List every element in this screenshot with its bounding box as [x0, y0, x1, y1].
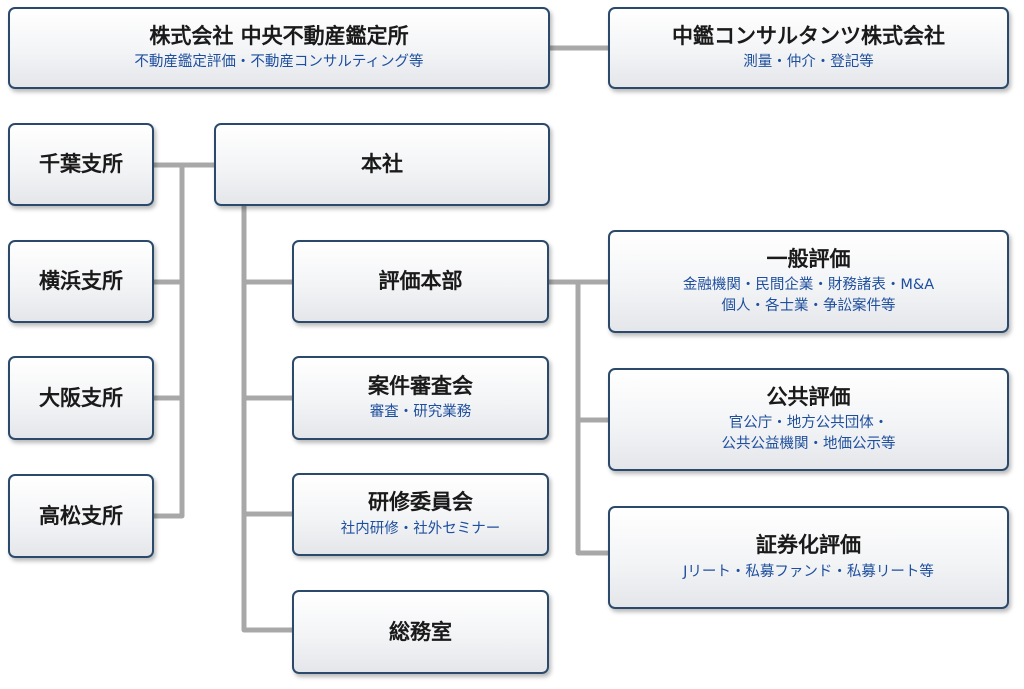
evaluation-box-securitization: 証券化評価 Jリート・私募ファンド・私募リート等: [608, 506, 1009, 609]
company-title: 株式会社 中央不動産鑑定所: [149, 23, 409, 48]
branch-label: 大阪支所: [39, 385, 123, 410]
evaluation-detail-line1: Jリート・私募ファンド・私募リート等: [683, 563, 934, 580]
department-box-general-affairs: 総務室: [292, 590, 549, 674]
evaluation-title: 証券化評価: [756, 533, 861, 558]
head-office-box: 本社: [214, 123, 550, 206]
evaluation-title: 公共評価: [766, 384, 851, 409]
branch-label: 高松支所: [39, 503, 123, 528]
evaluation-title: 一般評価: [766, 246, 851, 271]
company-box-chukan-consultants: 中鑑コンサルタンツ株式会社 測量・仲介・登記等: [608, 7, 1009, 89]
branch-label: 千葉支所: [39, 152, 123, 177]
connector-department-spine: [241, 202, 295, 633]
evaluation-box-public: 公共評価 官公庁・地方公共団体・ 公共公益機関・地価公示等: [608, 368, 1009, 471]
branch-label: 横浜支所: [39, 269, 123, 294]
company-title: 中鑑コンサルタンツ株式会社: [672, 23, 945, 48]
connector-branch-spine: [151, 162, 217, 519]
evaluation-detail-line2: 個人・各士業・争訟案件等: [721, 298, 896, 315]
evaluation-detail-line1: 官公庁・地方公共団体・: [728, 415, 889, 432]
department-subtitle: 社内研修・社外セミナー: [340, 520, 501, 537]
branch-box-osaka: 大阪支所: [8, 356, 154, 440]
department-subtitle: 審査・研究業務: [369, 404, 472, 421]
company-box-chuo-appraisal: 株式会社 中央不動産鑑定所 不動産鑑定評価・不動産コンサルティング等: [8, 7, 550, 89]
department-title: 研修委員会: [368, 490, 473, 515]
department-title: 総務室: [389, 619, 452, 644]
evaluation-detail-line1: 金融機関・民間企業・財務諸表・M&A: [682, 277, 935, 294]
evaluation-detail-line2: 公共公益機関・地価公示等: [721, 436, 896, 453]
department-box-training: 研修委員会 社内研修・社外セミナー: [292, 473, 549, 556]
department-box-case-review: 案件審査会 審査・研究業務: [292, 356, 549, 440]
evaluation-box-general: 一般評価 金融機関・民間企業・財務諸表・M&A 個人・各士業・争訟案件等: [608, 230, 1009, 333]
department-title: 案件審査会: [368, 373, 473, 398]
head-office-label: 本社: [361, 152, 403, 177]
branch-box-chiba: 千葉支所: [8, 123, 154, 206]
connector-evaluation-spine: [546, 279, 611, 556]
department-title: 評価本部: [378, 269, 463, 294]
company-subtitle: 不動産鑑定評価・不動産コンサルティング等: [134, 54, 424, 71]
branch-box-takamatsu: 高松支所: [8, 474, 154, 558]
company-subtitle: 測量・仲介・登記等: [743, 54, 874, 71]
branch-box-yokohama: 横浜支所: [8, 240, 154, 323]
department-box-evaluation-hq: 評価本部: [292, 240, 549, 323]
